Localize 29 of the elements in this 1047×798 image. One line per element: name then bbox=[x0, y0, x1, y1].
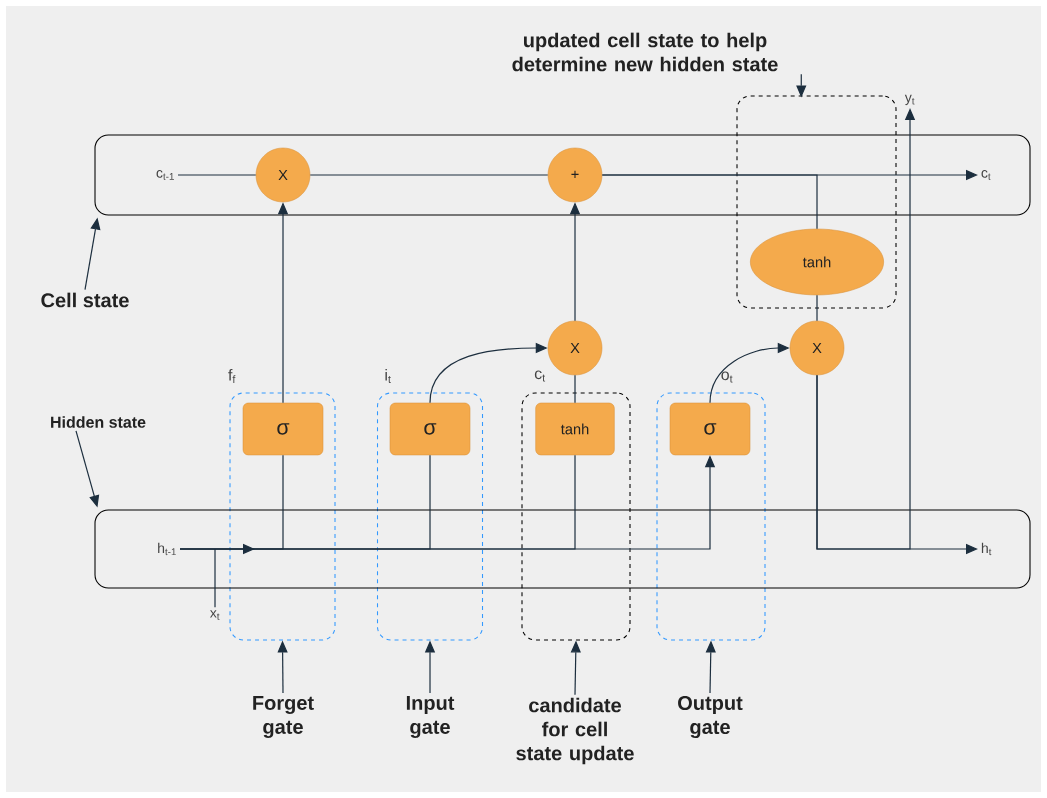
state-label: c$_{t}$ bbox=[981, 170, 991, 180]
gate-caption: Forget gate bbox=[253, 696, 314, 738]
annotation-text: Cell state bbox=[41, 292, 129, 308]
annotation-text: Hidden state bbox=[51, 416, 146, 428]
state-label: c$_{t-1}$ bbox=[156, 170, 174, 180]
gate-caption: candidate for cell state update bbox=[516, 697, 634, 765]
state-label: h$_{t-1}$ bbox=[158, 542, 176, 556]
output-label: y$_{t}$ bbox=[904, 94, 915, 106]
dashed-group-box bbox=[736, 95, 897, 309]
input-gate-box bbox=[376, 392, 484, 641]
input-label: x$_{t}$ bbox=[210, 610, 220, 620]
candidate-box bbox=[521, 392, 631, 641]
annotation-text: updated cell state to help determine new hidden state bbox=[512, 32, 778, 72]
tanh-box: tanh bbox=[535, 402, 615, 456]
sigmoid-box: σ bbox=[242, 402, 324, 456]
output-gate-box bbox=[656, 392, 766, 641]
sigmoid-box: σ bbox=[669, 402, 751, 456]
sigmoid-box: σ bbox=[389, 402, 471, 456]
cell-state-band bbox=[94, 134, 1031, 216]
gate-label: f$_{f}$ bbox=[228, 369, 236, 383]
gate-label: o$_{t}$ bbox=[721, 371, 733, 383]
connector-line bbox=[214, 548, 216, 608]
state-label: h$_{t}$ bbox=[981, 542, 992, 556]
hidden-state-band bbox=[94, 509, 1031, 589]
gate-label: c$_{t}$ bbox=[534, 370, 546, 382]
forget-gate-box bbox=[229, 392, 336, 641]
gate-caption: Input gate bbox=[406, 696, 455, 738]
gate-label: i$_{t}$ bbox=[385, 368, 391, 384]
gate-caption: Output gate bbox=[678, 695, 743, 739]
